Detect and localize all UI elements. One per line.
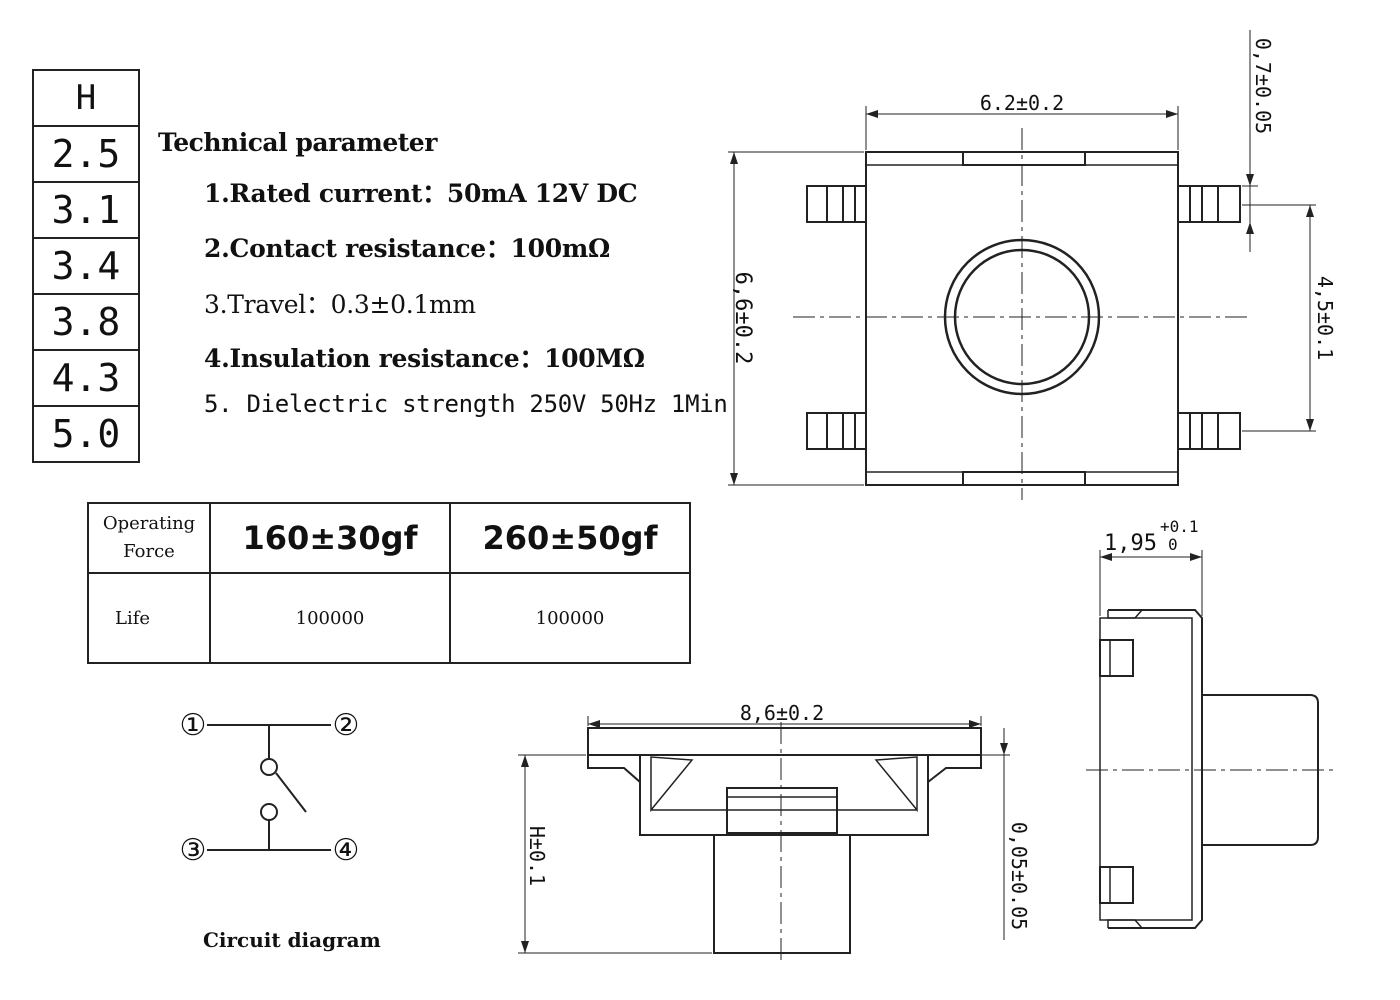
height-value: 2.5 [34, 127, 138, 183]
tech-item-insulation: 4.Insulation resistance：100MΩ [204, 344, 645, 373]
side-pin-upper [1099, 639, 1134, 677]
dim-side-width: 1,95 [1104, 531, 1157, 556]
front-view [518, 716, 1010, 960]
side-body [1099, 617, 1193, 921]
circuit-pin-2: ② [333, 708, 360, 743]
dim-front-width: 8,6±0.2 [740, 701, 824, 725]
dim-front-height: H±0.1 [525, 826, 549, 886]
pin-left-lower [806, 412, 867, 450]
circuit-pin-1: ① [180, 708, 207, 743]
life-value-b: 100000 [449, 572, 691, 664]
dim-pin-pitch: 4,5±0.1 [1313, 276, 1337, 360]
pin-left-upper [806, 185, 867, 223]
dim-side-tol-upper: +0.1 [1160, 517, 1199, 536]
life-label: Life [87, 572, 211, 664]
force-value-a: 160±30gf [209, 502, 451, 574]
front-left-lead [587, 755, 641, 785]
front-body [639, 754, 929, 836]
tech-item-dielectric: 5. Dielectric strength 250V 50Hz 1Min [204, 390, 728, 418]
height-value: 4.3 [34, 351, 138, 407]
force-label-line2: Force [123, 541, 175, 562]
top-tab-lower [962, 471, 1086, 486]
tech-item-travel: 3.Travel：0.3±0.1mm [204, 290, 476, 319]
life-value-a: 100000 [209, 572, 451, 664]
force-value-b: 260±50gf [449, 502, 691, 574]
circuit-switch-lever [275, 772, 307, 813]
circuit-pin-4: ④ [333, 833, 360, 868]
height-value: 3.1 [34, 183, 138, 239]
circuit-contact-upper [260, 758, 278, 776]
front-right-lead [927, 755, 982, 785]
tech-item-contact-resistance: 2.Contact resistance：100mΩ [204, 234, 610, 263]
force-table: Operating Force 160±30gf 260±50gf Life 1… [87, 502, 691, 664]
side-view [1086, 550, 1336, 929]
dim-side-tol-lower: 0 [1168, 535, 1178, 554]
force-label-cell: Operating Force [87, 502, 211, 574]
top-view [728, 30, 1316, 500]
side-frame [1108, 609, 1203, 929]
height-value: 3.4 [34, 239, 138, 295]
force-label-line1: Operating [102, 513, 196, 534]
dim-top-height: 6,6±0.2 [730, 272, 755, 365]
pin-right-lower [1177, 412, 1241, 450]
dim-front-offset: 0,05±0.05 [1007, 822, 1031, 930]
height-table: H 2.5 3.1 3.4 3.8 4.3 5.0 [32, 69, 140, 463]
pin-right-upper [1177, 185, 1241, 223]
circuit-caption: Circuit diagram [203, 928, 381, 952]
dim-top-width: 6.2±0.2 [980, 91, 1064, 115]
side-pin-lower [1099, 866, 1134, 904]
front-actuator-window [726, 787, 838, 834]
circuit-contact-lower [260, 803, 278, 821]
height-value: 5.0 [34, 407, 138, 463]
dim-pin-gap: 0,7±0.05 [1251, 38, 1275, 134]
height-table-header: H [34, 71, 138, 127]
circuit-diagram [207, 724, 331, 851]
height-value: 3.8 [34, 295, 138, 351]
tech-item-rated-current: 1.Rated current：50mA 12V DC [204, 179, 638, 208]
circuit-pin-3: ③ [180, 833, 207, 868]
top-tab-upper [962, 151, 1086, 166]
tech-title: Technical parameter [158, 128, 437, 157]
front-top-plate [587, 727, 982, 756]
front-plunger [713, 834, 851, 954]
